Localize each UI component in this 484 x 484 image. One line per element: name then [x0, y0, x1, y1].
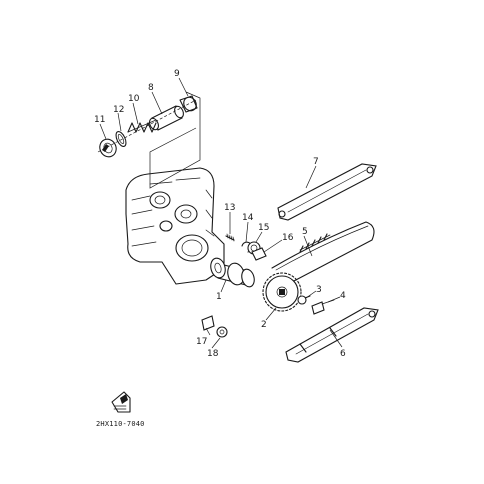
callout-6: 6 [340, 349, 346, 359]
part-chain-tensioner-lower[interactable] [285, 307, 379, 363]
part-camshaft[interactable] [209, 257, 256, 289]
part-cam-chain[interactable] [271, 221, 375, 283]
part-sleeve[interactable] [251, 247, 267, 261]
callout-16: 16 [282, 233, 294, 243]
part-cam-sprocket[interactable] [262, 272, 302, 312]
cylinder-head [125, 167, 225, 285]
part-chain-guide-upper[interactable] [277, 163, 377, 221]
callout-15: 15 [258, 223, 269, 233]
part-cap[interactable] [179, 95, 199, 113]
callout-11: 11 [94, 115, 105, 125]
part-tensioner-bolt[interactable] [311, 299, 335, 315]
callout-8: 8 [148, 83, 154, 93]
diagram-code: 2HX110-7040 [96, 420, 145, 428]
callout-5: 5 [302, 227, 308, 237]
callout-17: 17 [196, 337, 207, 347]
part-nut[interactable] [216, 326, 228, 338]
callout-18: 18 [207, 349, 219, 359]
callout-12: 12 [113, 105, 124, 115]
callout-4: 4 [340, 291, 346, 301]
callout-7: 7 [313, 157, 319, 167]
part-spring[interactable] [127, 119, 157, 133]
callout-13: 13 [224, 203, 235, 213]
callout-10: 10 [128, 94, 140, 104]
callout-9: 9 [174, 69, 180, 79]
leader-lines [99, 77, 343, 349]
part-sprocket-bolt[interactable] [297, 295, 311, 305]
callout-2: 2 [261, 320, 267, 330]
part-dowel-pin[interactable] [225, 233, 235, 242]
part-spring-holder[interactable] [148, 105, 185, 131]
part-gasket[interactable] [114, 130, 128, 148]
part-bracket[interactable] [201, 315, 215, 331]
callout-3: 3 [316, 285, 322, 295]
callout-14: 14 [242, 213, 254, 223]
callout-1: 1 [216, 292, 222, 302]
part-plug[interactable] [97, 136, 119, 159]
engine-section-icon [111, 391, 131, 413]
